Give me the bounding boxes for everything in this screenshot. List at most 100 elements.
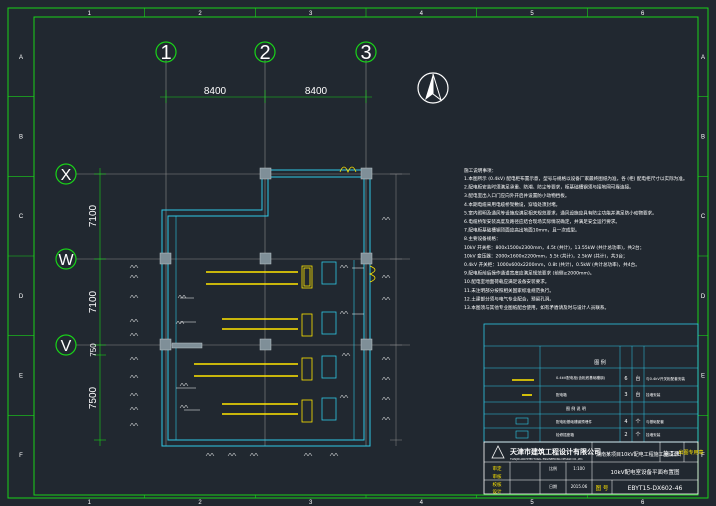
- cabinet: [301, 265, 313, 289]
- beam: [171, 342, 203, 349]
- axis-label-v: V: [61, 338, 72, 355]
- column: [360, 338, 373, 351]
- note-line: 7.配电柜基础槽钢顶面应高出地面10mm，且一次成型。: [464, 227, 580, 234]
- hatch-mark: [205, 452, 215, 457]
- frame-mark-top: 2: [198, 11, 202, 17]
- frame-mark-bottom: 4: [420, 500, 424, 506]
- legend-row-qty: 3: [624, 392, 627, 398]
- company-name-en: TIANJIN ARCHITECTURAL ENGINEERING DESIGN…: [510, 457, 583, 461]
- cabinet: [301, 313, 313, 337]
- axis-bubble-1: 1: [155, 41, 177, 64]
- axis-bubble-w: W: [55, 248, 77, 270]
- hatch-mark: [381, 376, 391, 381]
- legend-row-desc: 配电箱: [556, 392, 567, 397]
- grid-lines: [76, 60, 410, 446]
- hatch-mark: [179, 404, 189, 409]
- stamp-label: 出图专用章: [678, 449, 703, 456]
- note-line: 9.配电柜前后操作通道宽度应满足规范要求 (前侧≥2000mm)。: [464, 270, 594, 277]
- design-stage: 施工图: [663, 450, 681, 458]
- note-line: 6.电缆桥架安装高度及路径应结合现场实际情况确定，并满足安全运行要求。: [464, 218, 620, 225]
- frame-mark-left: C: [19, 214, 24, 220]
- note-line: 12.土建部分须与电气专业配合，预留孔洞。: [464, 295, 554, 302]
- note-line: 10kV 开关柜：800x1500x2300mm，4.5t (共计)，13.55…: [464, 244, 644, 251]
- distribution-box: [321, 311, 337, 335]
- hatch-mark: [129, 274, 139, 279]
- legend-row-remark: 与0.4kV开关柜配套安装: [646, 376, 685, 381]
- note-line: 13.本图须与其他专业图纸配合使用，如有矛盾请及时与设计人员联系。: [464, 304, 609, 311]
- hatch-marks: [129, 216, 391, 457]
- notes-block: 施工说明事项： 1.本图所示 (0.4kV) 配电柜布置示意，型号与规格以设备厂…: [464, 167, 687, 311]
- axis-bubble-v: V: [55, 334, 77, 356]
- hatch-mark: [179, 382, 189, 387]
- column: [259, 252, 272, 265]
- frame-mark-right: D: [701, 294, 706, 300]
- columns: [159, 167, 373, 351]
- cabinet: [301, 357, 313, 381]
- frame-mark-bottom: 3: [309, 500, 313, 506]
- frame-mark-left: A: [19, 55, 23, 61]
- date-label: 日期: [549, 483, 557, 489]
- company-logo-icon: [491, 445, 505, 459]
- column: [159, 338, 172, 351]
- legend-subheader: 图 例 说 明: [566, 405, 586, 411]
- hatch-mark: [381, 296, 391, 301]
- hatch-mark: [129, 374, 139, 379]
- hatch-mark: [129, 406, 139, 411]
- frame-mark-bottom: 1: [88, 500, 92, 506]
- frame-mark-left: B: [19, 135, 23, 141]
- axis-label-w: W: [58, 252, 74, 269]
- hatch-mark: [381, 274, 391, 279]
- axis-label-x: X: [61, 167, 72, 184]
- legend-row-remark: 与基础配套: [646, 419, 664, 424]
- outer-frame: [7, 7, 709, 499]
- hatch-mark: [175, 320, 185, 325]
- frame-mark-top: 1: [88, 11, 92, 17]
- hatch-mark: [339, 310, 349, 315]
- legend-row-unit: 个: [635, 419, 640, 425]
- legend-row-qty: 4: [624, 419, 627, 425]
- legend-row-unit: 台: [635, 391, 640, 398]
- cabinets: [301, 265, 313, 423]
- axis-label-1: 1: [160, 42, 171, 64]
- notes-title: 施工说明事项：: [464, 167, 496, 174]
- drawing-number: EBYT15-DX602-46: [628, 485, 683, 492]
- hatch-mark: [129, 294, 139, 299]
- axis-bubble-3: 3: [355, 41, 377, 64]
- legend-row-remark: 挂墙安装: [646, 432, 661, 437]
- legend-table: 图 例 0.4kV配电柜(含柜底基础槽钢) 6 台 与0.4kV开关柜配套安装 …: [483, 323, 699, 443]
- legend-row-desc: 检修插座箱: [556, 432, 574, 437]
- dim-top-2: 8400: [305, 86, 328, 97]
- equipment-yellow: [194, 271, 298, 415]
- cabinet: [301, 399, 313, 423]
- hatch-mark: [341, 352, 351, 357]
- role-review: 审核: [493, 473, 502, 480]
- frame-mark-right: F: [701, 453, 705, 459]
- frame-mark-right: C: [701, 214, 706, 220]
- axis-bubble-x: X: [55, 163, 77, 185]
- column: [159, 252, 172, 265]
- frame-mark-right: A: [701, 55, 705, 61]
- door-icon: [339, 166, 357, 174]
- dim-top-1: 8400: [204, 86, 227, 97]
- legend-row-desc: 配电柜基础槽钢预埋件: [556, 419, 592, 424]
- date-value: 2015.06: [571, 484, 588, 489]
- column: [259, 338, 272, 351]
- hatch-mark: [129, 318, 139, 323]
- distribution-boxes: [321, 261, 337, 421]
- note-line: 1.本图所示 (0.4kV) 配电柜布置示意，型号与规格以设备厂家最终图纸为准，…: [464, 175, 687, 182]
- dim-left-2: 7100: [88, 290, 99, 313]
- distribution-box: [321, 261, 337, 285]
- company-name: 天津市建筑工程设计有限公司: [510, 447, 601, 456]
- hatch-mark: [381, 216, 391, 221]
- door-icon: [368, 265, 376, 283]
- top-dimension: [160, 90, 372, 103]
- hatch-mark: [227, 452, 237, 457]
- note-line: 10kV 变压器：2000x1600x2200mm，5.5t (共计)，2.5k…: [464, 252, 628, 259]
- notes-lines: 1.本图所示 (0.4kV) 配电柜布置示意，型号与规格以设备厂家最终图纸为准，…: [464, 175, 687, 311]
- distribution-box: [321, 355, 337, 379]
- scale-value: 1:100: [573, 466, 585, 471]
- legend-box-icon: [515, 417, 529, 425]
- axis-bubble-2: 2: [254, 41, 276, 64]
